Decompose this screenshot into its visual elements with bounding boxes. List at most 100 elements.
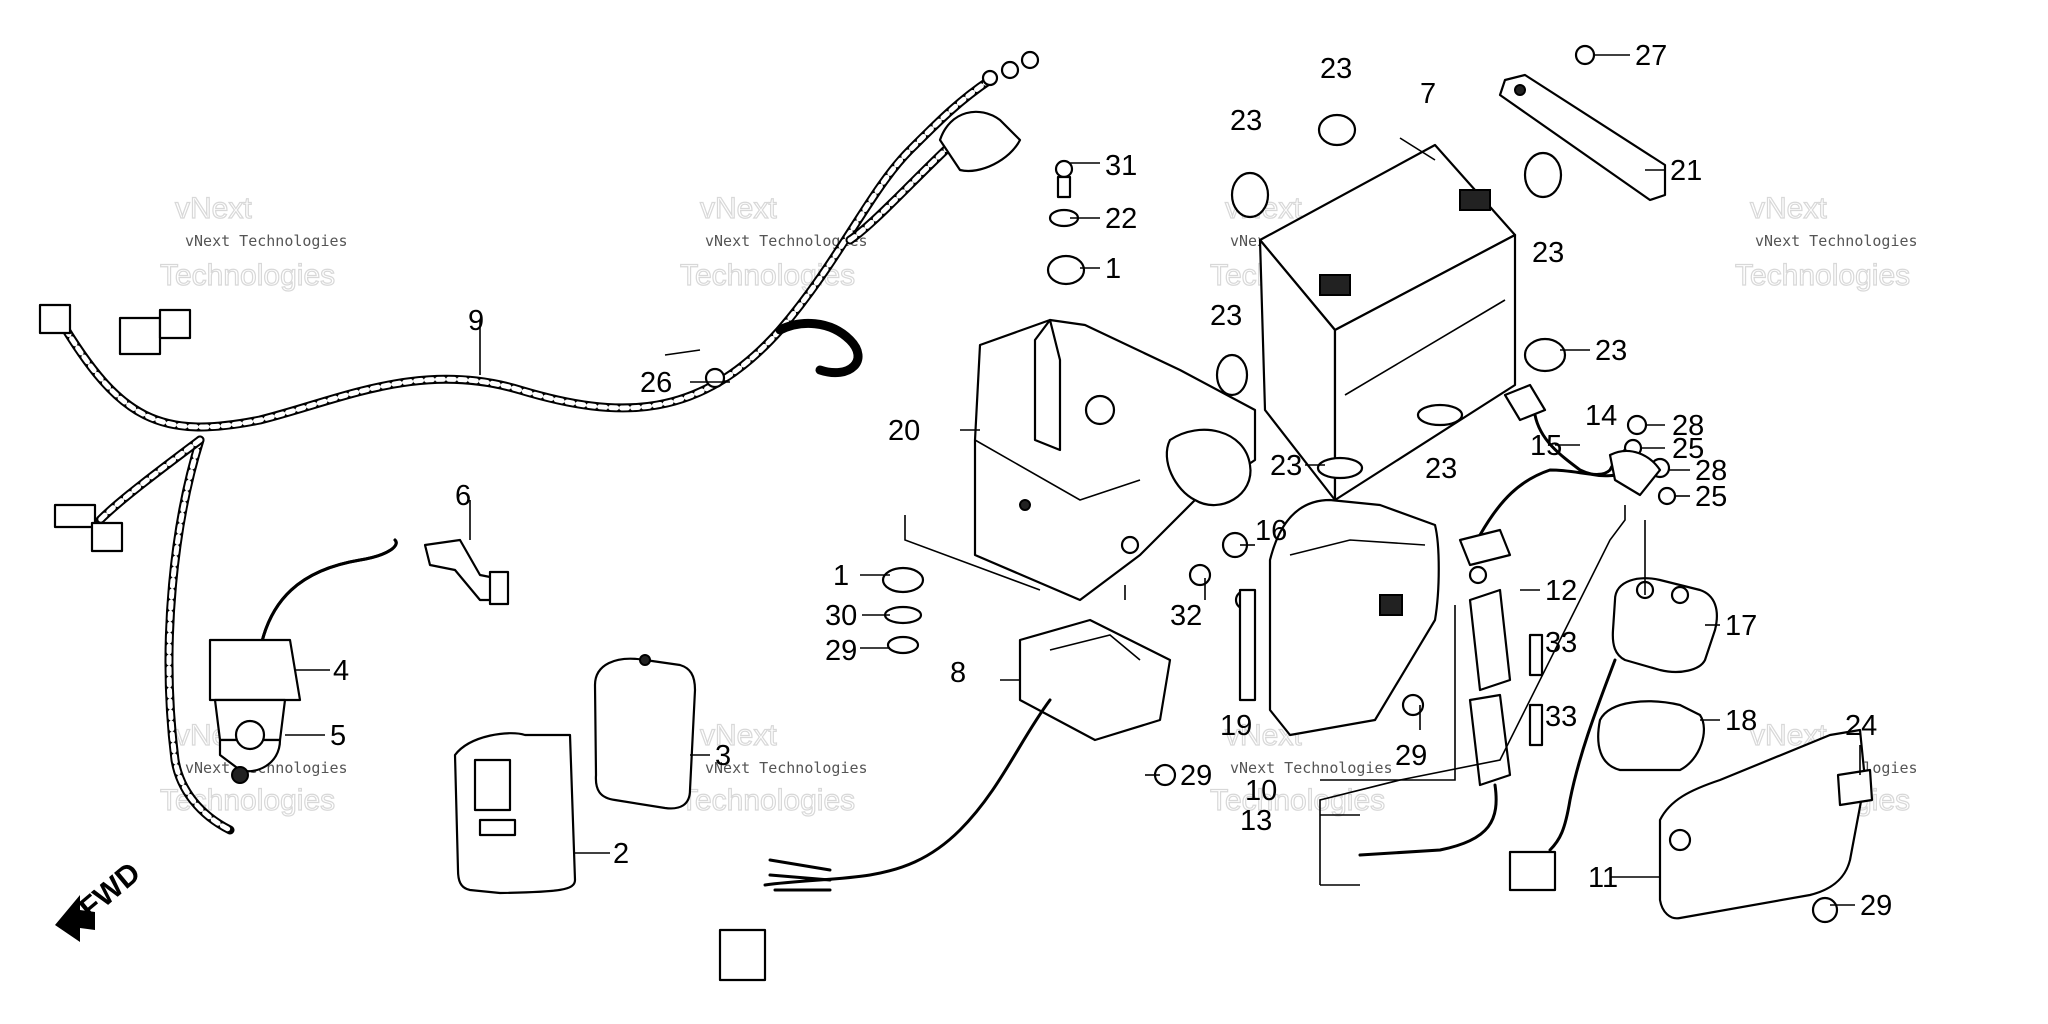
watermark-1: vNext vNext Technologies Technologies	[159, 191, 348, 292]
coil-body	[208, 638, 302, 702]
side-cover-part	[1658, 728, 1874, 920]
svg-text:vNext Technologies: vNext Technologies	[705, 759, 868, 777]
svg-text:Technologies: Technologies	[160, 259, 335, 292]
box-10-body	[1268, 498, 1440, 737]
callout-32: 32	[1170, 600, 1202, 632]
callout-7: 7	[1420, 78, 1436, 110]
callout-18: 18	[1725, 705, 1757, 737]
starter-relay-part	[1508, 577, 1718, 892]
callout-17: 17	[1725, 610, 1757, 642]
callout-23-d: 23	[1210, 300, 1242, 332]
cover-2-part	[453, 732, 577, 895]
label-24	[1836, 768, 1874, 807]
callout-27: 27	[1635, 40, 1667, 72]
battery-part	[1258, 143, 1517, 502]
svg-text:Technologies: Technologies	[1735, 259, 1910, 292]
battery-cable-part	[1503, 383, 1662, 497]
callout-33-b: 33	[1545, 701, 1577, 733]
relay-connector	[1508, 850, 1557, 892]
harness-coupler-top	[938, 110, 1022, 173]
callout-23-g: 23	[1270, 450, 1302, 482]
svg-text:vNext Technologies: vNext Technologies	[705, 232, 868, 250]
box-10-part	[1238, 498, 1440, 737]
callout-29-b: 29	[1395, 740, 1427, 772]
callout-3: 3	[715, 740, 731, 772]
svg-text:vNext Technologies: vNext Technologies	[1755, 232, 1918, 250]
callout-9: 9	[468, 305, 484, 337]
relay-body	[1611, 577, 1718, 674]
regulator-part	[718, 618, 1172, 982]
callout-30: 30	[825, 600, 857, 632]
callout-6: 6	[455, 480, 471, 512]
svg-text:vNext Technologies: vNext Technologies	[185, 232, 348, 250]
ignition-coil-part	[208, 538, 398, 784]
strap-body	[1498, 73, 1667, 202]
harness-connector-mid	[118, 316, 162, 356]
coil-plug-cap	[234, 719, 266, 751]
callout-23-a: 23	[1230, 105, 1262, 137]
callout-10: 10	[1245, 775, 1277, 807]
callout-23-b: 23	[1320, 53, 1352, 85]
watermark-4: vNext vNext Technologies Technologies	[1734, 191, 1918, 292]
callout-23-e: 23	[1595, 335, 1627, 367]
fuse-holder-part	[1358, 448, 1627, 857]
regulator-connector	[718, 928, 767, 982]
fuse-holder-body	[1468, 588, 1512, 692]
regulator-body	[1018, 618, 1172, 742]
callout-2: 2	[613, 838, 629, 870]
callout-4: 4	[333, 655, 349, 687]
callout-28-b: 28	[1695, 455, 1727, 487]
leader-lines	[285, 54, 1861, 906]
callout-29-c: 29	[1180, 760, 1212, 792]
callout-13: 13	[1240, 805, 1272, 837]
callout-24: 24	[1845, 710, 1877, 742]
svg-text:vNext: vNext	[1750, 192, 1827, 225]
callout-1-upper: 1	[1105, 253, 1121, 285]
relay-cover	[1597, 700, 1705, 772]
callout-28-a: 28	[1672, 410, 1704, 442]
callout-19: 19	[1220, 710, 1252, 742]
battery-tray-part	[973, 318, 1257, 602]
svg-text:vNext: vNext	[175, 192, 252, 225]
callout-20: 20	[888, 415, 920, 447]
battery-side	[1333, 233, 1517, 502]
fwd-arrow-icon	[55, 895, 95, 942]
callout-26: 26	[640, 367, 672, 399]
fasteners	[704, 44, 1839, 924]
battery-strap-part	[1498, 73, 1667, 202]
svg-text:vNext Technologies: vNext Technologies	[185, 759, 348, 777]
callout-8: 8	[950, 657, 966, 689]
harness-connector-left	[38, 303, 72, 335]
plug-cap-part	[423, 538, 510, 606]
cover-2-body	[453, 732, 577, 895]
callout-15: 15	[1530, 430, 1562, 462]
callout-25-a: 25	[1672, 433, 1704, 465]
svg-text:Technologies: Technologies	[1210, 784, 1385, 817]
cover-3-part	[593, 654, 697, 810]
callout-12: 12	[1545, 575, 1577, 607]
callout-21: 21	[1670, 155, 1702, 187]
harness-connector-small	[158, 308, 192, 340]
fwd-indicator: FWD	[55, 856, 147, 942]
svg-text:Technologies: Technologies	[680, 784, 855, 817]
watermark-7: vNext vNext Technologies Technologies	[1209, 718, 1393, 817]
callout-33-a: 33	[1545, 627, 1577, 659]
svg-text:vNext: vNext	[700, 719, 777, 752]
callouts: 9 6 4 5 2 3 26 8 20 1 30 29 31 22 1 23 2…	[330, 40, 1892, 922]
svg-text:vNext: vNext	[700, 192, 777, 225]
harness-connector-lower-2	[90, 521, 124, 553]
callout-29-d: 29	[1860, 890, 1892, 922]
callout-23-c: 23	[1532, 237, 1564, 269]
cover-3-body	[593, 657, 697, 810]
callout-5: 5	[330, 720, 346, 752]
fuse-holder-top	[1458, 528, 1512, 567]
callout-23-f: 23	[1425, 453, 1457, 485]
wire-harness-part	[38, 50, 1040, 835]
callout-14: 14	[1585, 400, 1617, 432]
svg-text:vNext Technologies: vNext Technologies	[1230, 759, 1393, 777]
callout-22: 22	[1105, 203, 1137, 235]
callout-16: 16	[1255, 515, 1287, 547]
side-cover-body	[1658, 728, 1867, 920]
callout-1-lower: 1	[833, 560, 849, 592]
